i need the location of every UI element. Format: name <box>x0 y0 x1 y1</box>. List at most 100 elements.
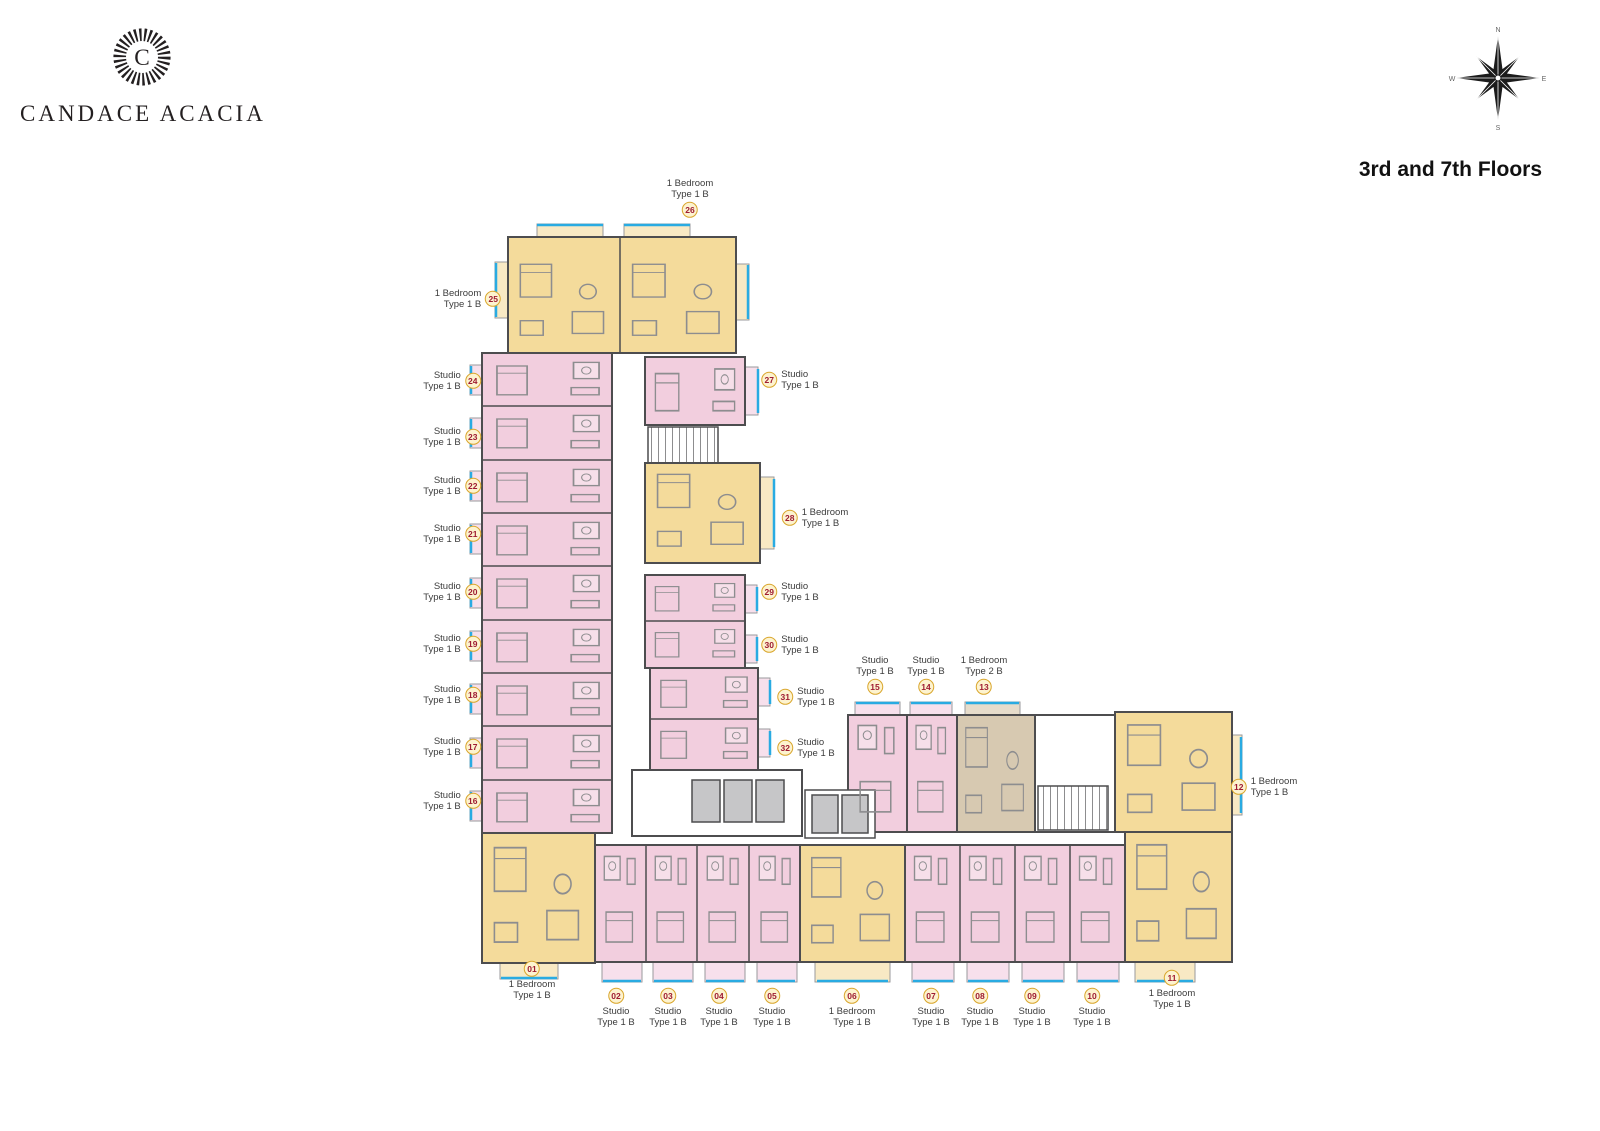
unit-01-shape <box>481 832 596 964</box>
unit-number-badge: 07 <box>923 987 939 1004</box>
brand-logo: C CANDACE ACACIA <box>20 26 264 127</box>
unit-number-badge: 15 <box>867 679 883 696</box>
unit-number-badge: 32 <box>777 740 794 756</box>
unit-number-badge: 06 <box>843 987 860 1004</box>
unit-number-badge: 18 <box>464 687 481 703</box>
compass-w-label: W <box>1449 76 1456 83</box>
unit-number-badge: 22 <box>464 478 481 494</box>
unit-number-badge: 08 <box>972 987 988 1004</box>
unit-13-shape <box>956 714 1036 833</box>
unit-number-badge: 25 <box>485 291 502 307</box>
unit-number-badge: 24 <box>464 373 481 389</box>
brand-name: CANDACE ACACIA <box>20 101 266 126</box>
unit-number-badge: 30 <box>761 637 778 653</box>
unit-number-badge: 04 <box>711 987 727 1004</box>
unit-number-badge: 09 <box>1024 987 1040 1004</box>
unit-11-shape <box>1124 829 1233 963</box>
unit-12-shape <box>1114 711 1233 833</box>
unit-number-badge: 29 <box>761 584 778 600</box>
unit-number-badge: 21 <box>464 526 481 542</box>
unit-number-badge: 19 <box>464 636 481 652</box>
unit-number-badge: 11 <box>1163 969 1180 986</box>
units-16-24-shape <box>481 352 613 834</box>
unit-number-badge: 01 <box>523 960 540 977</box>
unit-14-shape <box>906 714 958 833</box>
compass-s-label: S <box>1496 125 1501 132</box>
unit-number-badge: 13 <box>975 679 992 696</box>
unit-number-badge: 26 <box>681 202 698 219</box>
unit-number-badge: 05 <box>764 987 780 1004</box>
unit-number-badge: 27 <box>761 372 778 388</box>
unit-number-badge: 16 <box>464 793 481 809</box>
balcony-edge-lines <box>469 223 1243 983</box>
unit-number-badge: 31 <box>777 689 794 705</box>
unit-number-badge: 17 <box>464 739 481 755</box>
unit-number-badge: 12 <box>1230 779 1247 795</box>
unit-06-shape <box>799 844 906 963</box>
unit-number-badge: 10 <box>1084 987 1100 1004</box>
unit-number-badge: 28 <box>781 510 798 526</box>
unit-number-badge: 23 <box>464 429 481 445</box>
unit-28-shape <box>644 462 761 564</box>
floors-title: 3rd and 7th Floors <box>1358 158 1542 181</box>
unit-number-badge: 14 <box>918 679 934 696</box>
unit-number-badge: 03 <box>660 987 676 1004</box>
unit-number-badge: 20 <box>464 584 481 600</box>
